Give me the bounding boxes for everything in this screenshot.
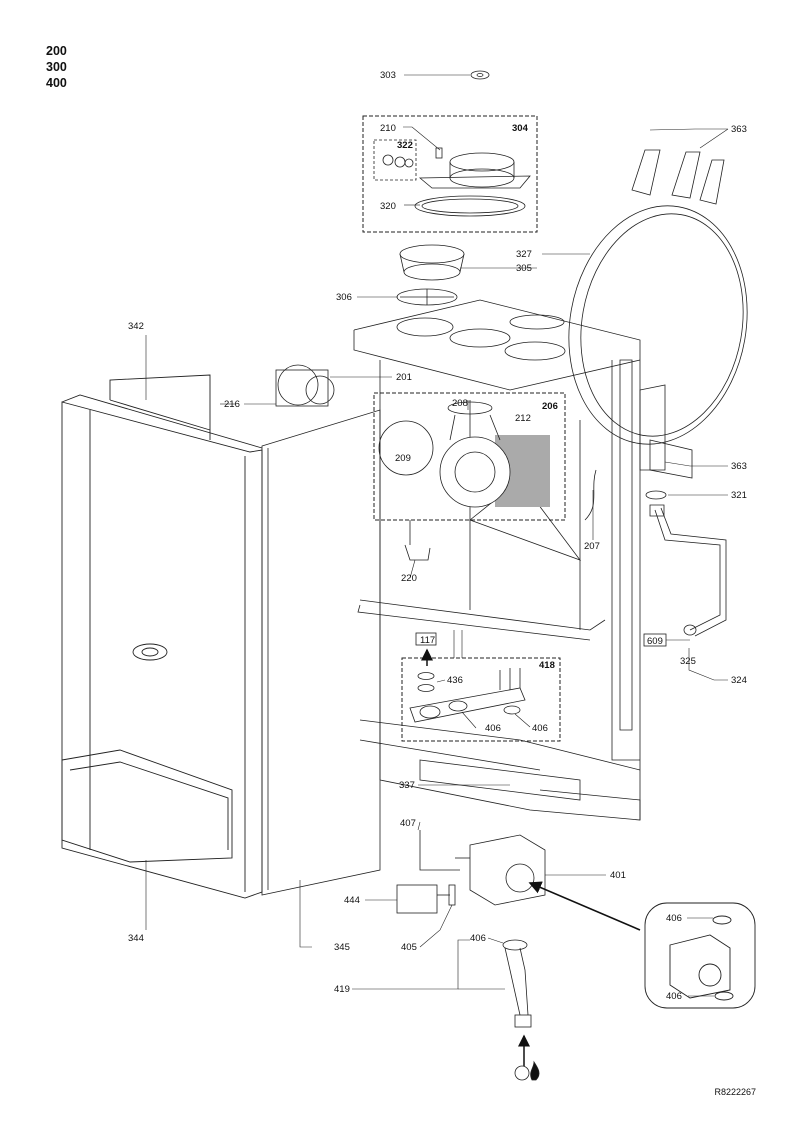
- bracket-363-bottom: [639, 384, 693, 479]
- leader-lines: [145, 74, 729, 997]
- gasket-306: [396, 288, 458, 306]
- expansion-vessel-327: [568, 205, 748, 445]
- part-label-305: 305: [516, 263, 532, 274]
- part-117-box: [415, 632, 437, 646]
- part-label-401: 401: [610, 870, 626, 881]
- part-label-609: 609: [647, 636, 663, 647]
- part-label-337: 337: [399, 780, 415, 791]
- part-label-363: 363: [731, 124, 747, 135]
- part-label-436: 436: [447, 675, 463, 686]
- part-label-303: 303: [380, 70, 396, 81]
- part-label-209: 209: [395, 453, 411, 464]
- part-label-216: 216: [224, 399, 240, 410]
- part-label-201: 201: [396, 372, 412, 383]
- washer-321: [645, 490, 667, 500]
- part-label-210: 210: [380, 123, 396, 134]
- part-label-418: 418: [539, 660, 555, 671]
- connector-444: [396, 884, 450, 914]
- part-label-406: 406: [470, 933, 486, 944]
- part-label-306: 306: [336, 292, 352, 303]
- front-casing-344: [61, 374, 263, 899]
- model-400: 400: [46, 76, 67, 90]
- model-300: 300: [46, 60, 67, 74]
- part-label-406: 406: [532, 723, 548, 734]
- part-label-117: 117: [420, 635, 435, 646]
- part-label-322: 322: [397, 140, 413, 151]
- part-label-207: 207: [584, 541, 600, 552]
- model-list: 200 300 400: [46, 43, 67, 91]
- part-label-406: 406: [666, 913, 682, 924]
- part-label-344: 344: [128, 933, 144, 944]
- electrode-220: [404, 520, 431, 561]
- part-label-206: 206: [542, 401, 558, 412]
- fan-hood-assembly: [362, 115, 538, 233]
- pipe-324: [649, 504, 727, 637]
- part-label-325: 325: [680, 656, 696, 667]
- flue-adapter-305: [399, 244, 465, 281]
- gas-valve-inset: [644, 902, 756, 1009]
- part-label-324: 324: [731, 675, 747, 686]
- gas-inlet-pipe-419: [502, 939, 532, 1028]
- washers-436: [417, 672, 435, 692]
- gas-symbol-icon: [514, 1060, 540, 1081]
- side-panel-345: [261, 409, 381, 896]
- part-label-320: 320: [380, 201, 396, 212]
- fan-assembly-206: [373, 392, 597, 521]
- part-label-406: 406: [485, 723, 501, 734]
- air-pressure-switch-201: [275, 364, 335, 407]
- burner-assembly-418: [401, 657, 561, 742]
- part-label-345: 345: [334, 942, 350, 953]
- part-label-444: 444: [344, 895, 360, 906]
- part-label-342: 342: [128, 321, 144, 332]
- part-label-405: 405: [401, 942, 417, 953]
- part-label-327: 327: [516, 249, 532, 260]
- washer-303: [470, 70, 490, 80]
- part-label-220: 220: [401, 573, 417, 584]
- part-label-304: 304: [512, 123, 529, 134]
- bracket-363-top: [631, 149, 725, 205]
- part-label-407: 407: [400, 818, 416, 829]
- inset-pointer-arrow: [528, 881, 641, 931]
- gas-valve-401: [419, 830, 546, 906]
- part-label-363: 363: [731, 461, 747, 472]
- model-200: 200: [46, 44, 67, 58]
- drawing-reference: R8222267: [714, 1087, 756, 1097]
- part-label-406: 406: [666, 991, 682, 1002]
- part-label-419: 419: [334, 984, 350, 995]
- part-label-208: 208: [452, 398, 468, 409]
- part-label-212: 212: [515, 413, 531, 424]
- part-label-321: 321: [731, 490, 747, 501]
